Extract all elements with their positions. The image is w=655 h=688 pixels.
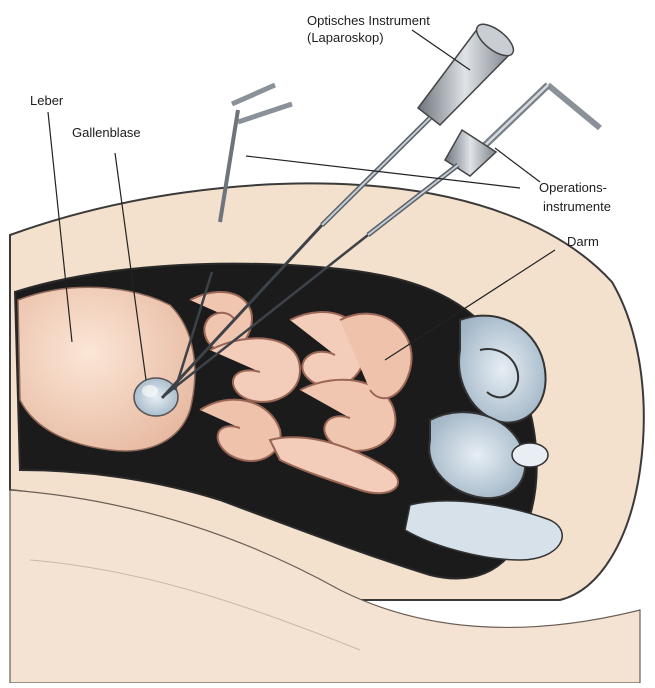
- liver: [18, 287, 195, 451]
- gallbladder: [134, 378, 178, 416]
- gallbladder-highlight: [142, 385, 158, 397]
- label-leber: Leber: [30, 93, 64, 108]
- label-optisches-line1: Optisches Instrument: [307, 13, 430, 28]
- label-darm: Darm: [567, 234, 599, 249]
- label-operations-line1: Operations-: [539, 180, 607, 195]
- label-gallenblase: Gallenblase: [72, 125, 141, 140]
- label-operations-line2: instrumente: [543, 199, 611, 214]
- label-optisches-line2: (Laparoskop): [307, 30, 384, 45]
